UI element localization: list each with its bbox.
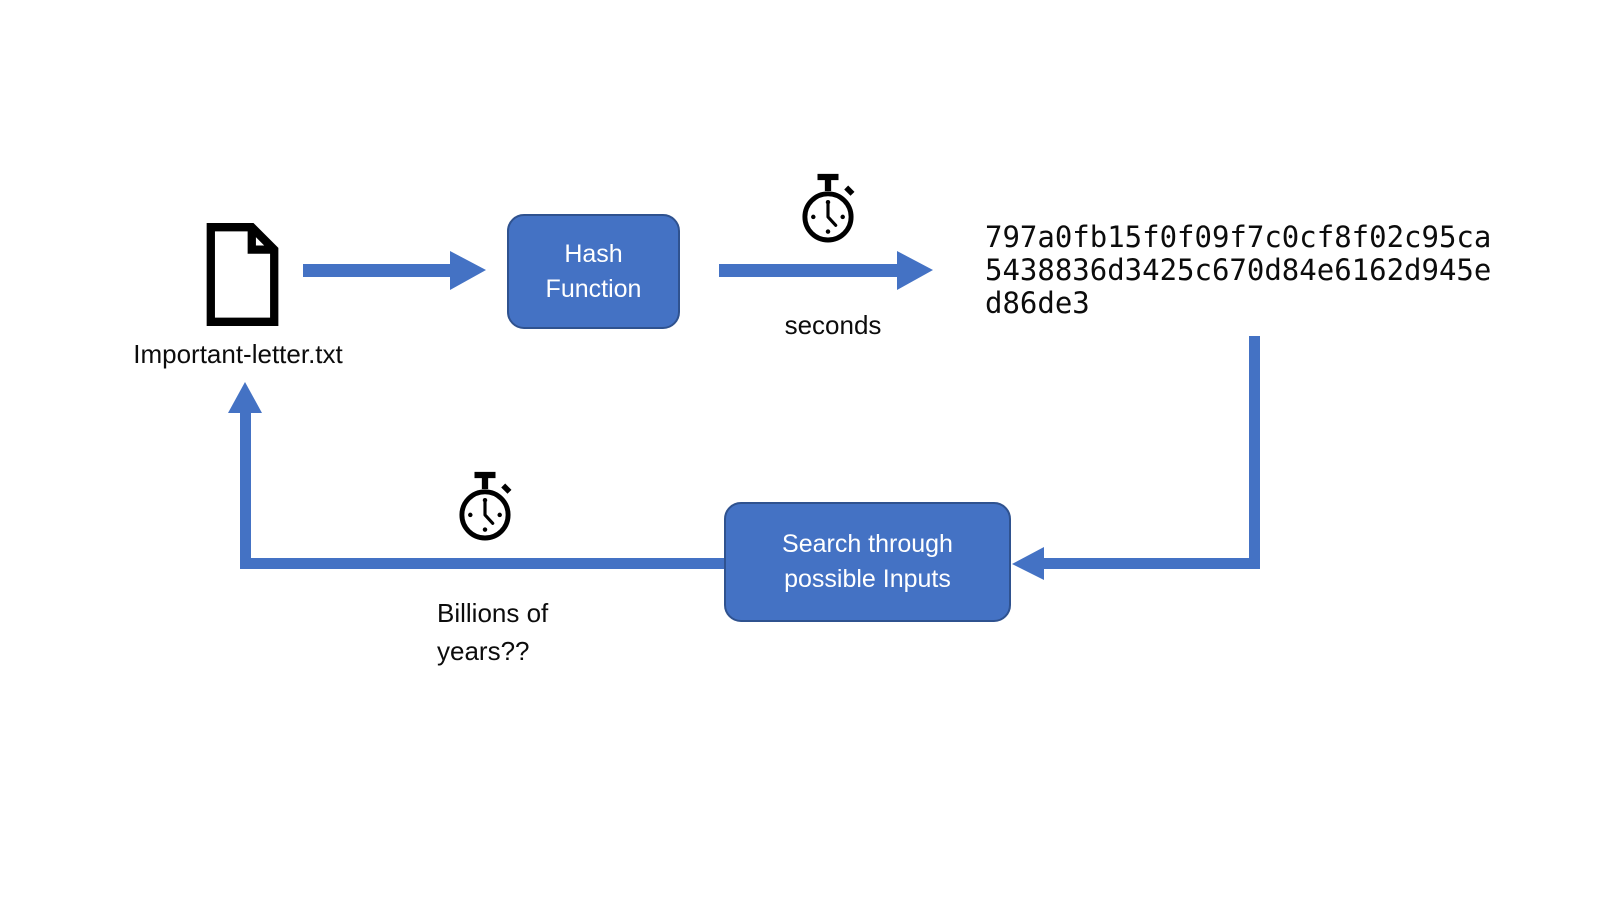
- forward-duration-label: seconds: [784, 310, 882, 340]
- arrow-file-to-hash-function: [303, 251, 486, 290]
- hash-output-line: 5438836d3425c670d84e6162d945e: [985, 253, 1492, 287]
- search-inputs-label-line1: Search through: [782, 530, 953, 558]
- hash-output-line: d86de3: [985, 286, 1090, 320]
- arrow-search-inputs-to-file: [228, 382, 725, 569]
- input-file-label: Important-letter.txt: [133, 339, 343, 369]
- reverse-duration-label: Billions of years??: [437, 594, 548, 670]
- search-inputs-node: Search through possible Inputs: [724, 502, 1011, 622]
- arrow-output-to-search-inputs: [1012, 336, 1260, 580]
- stopwatch-icon: [459, 471, 512, 541]
- search-inputs-label-line2: possible Inputs: [784, 565, 951, 593]
- hash-function-label-line1: Hash: [564, 239, 623, 268]
- reverse-duration-line1: Billions of: [437, 598, 549, 628]
- document-icon: [206, 223, 279, 326]
- reverse-duration-line2: years??: [437, 636, 530, 666]
- hash-output-text: 797a0fb15f0f09f7c0cf8f02c95ca 5438836d34…: [985, 221, 1491, 320]
- hash-output-line: 797a0fb15f0f09f7c0cf8f02c95ca: [985, 220, 1492, 254]
- arrow-hash-function-to-output: [719, 251, 933, 290]
- hash-function-label-line2: Function: [545, 274, 642, 303]
- stopwatch-icon: [802, 173, 855, 243]
- hash-function-node: Hash Function: [507, 214, 680, 329]
